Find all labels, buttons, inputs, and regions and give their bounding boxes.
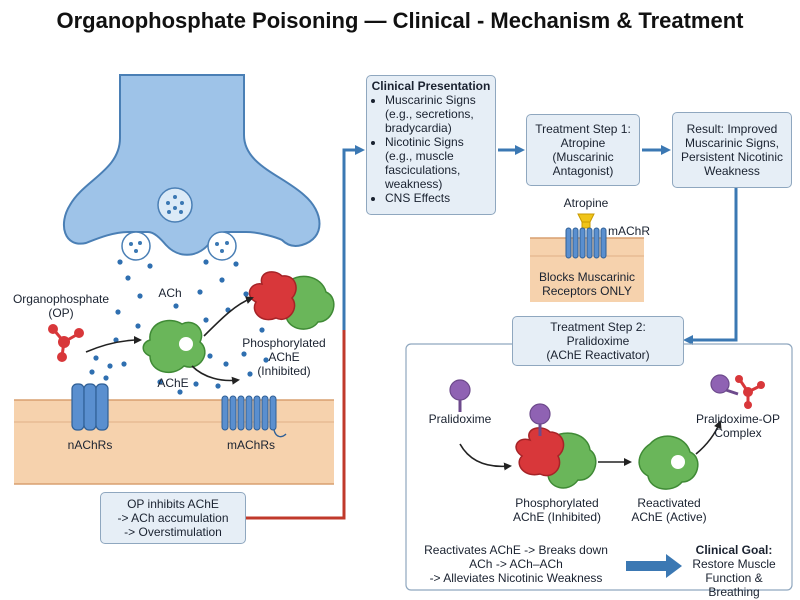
- clinical-presentation-box: Clinical Presentation Muscarinic Signs (…: [366, 75, 496, 215]
- reactivation-description: Reactivates AChE -> Breaks down ACh -> A…: [424, 543, 608, 585]
- page-title: Organophosphate Poisoning — Clinical - M…: [56, 8, 744, 33]
- prali-arrow-1: [459, 443, 512, 471]
- ach-dot: [241, 351, 247, 357]
- ach-dot: [243, 291, 249, 297]
- machr-label: mAChRs: [226, 438, 275, 452]
- ach-dot: [117, 259, 123, 265]
- reactivated-ache-label: Reactivated AChE (Active): [631, 496, 707, 524]
- ach-dot: [157, 379, 163, 385]
- synaptic-vesicle: [157, 187, 193, 223]
- ach-dot: [177, 389, 183, 395]
- blocks-muscarinic-label: Blocks Muscarinic Receptors ONLY: [538, 270, 636, 298]
- ach-dot: [173, 303, 179, 309]
- ach-dot: [197, 289, 203, 295]
- treatment-step2-box: Treatment Step 2: Pralidoxime (AChE Reac…: [512, 316, 684, 366]
- atropine-label: Atropine: [563, 196, 609, 210]
- ach-dot: [89, 369, 95, 375]
- phosphorylated-ache: [248, 271, 335, 330]
- pralidoxime-molecule: [449, 379, 471, 412]
- ach-dot: [233, 261, 239, 267]
- atropine-machr-label: mAChR: [607, 224, 650, 238]
- pralidoxime-op-complex-label: Pralidoxime-OP Complex: [695, 412, 781, 440]
- pralidoxime-label: Pralidoxime: [428, 412, 492, 426]
- ach-label: ACh: [158, 286, 182, 300]
- presynaptic-terminal: [62, 74, 321, 256]
- ach-dot: [219, 277, 225, 283]
- clinical-heading: Clinical Presentation: [371, 79, 491, 93]
- ache-label: AChE: [157, 376, 189, 390]
- phosphorylated-ache-label: Phosphorylated AChE (Inhibited): [242, 336, 326, 378]
- atropine-molecule: [577, 213, 595, 229]
- clinical-item: Nicotinic Signs (e.g., muscle fasciculat…: [385, 135, 491, 191]
- release-vesicle-left: [121, 231, 151, 261]
- goal-arrow: [626, 554, 682, 578]
- ach-dot: [263, 357, 269, 363]
- reactivated-ache: [638, 435, 699, 490]
- clinical-item: CNS Effects: [385, 191, 491, 205]
- ach-dot: [247, 371, 253, 377]
- op-inhibits-box: OP inhibits AChE -> ACh accumulation -> …: [100, 492, 246, 544]
- ach-dot: [193, 381, 199, 387]
- clinical-item: Muscarinic Signs (e.g., secretions, brad…: [385, 93, 491, 135]
- prali-arrow-3: [695, 420, 722, 455]
- clinical-goal: Clinical Goal: Restore Muscle Function &…: [692, 543, 776, 599]
- machr-receptor: [221, 395, 287, 438]
- ach-dot: [259, 327, 265, 333]
- pralidoxime-op-complex: [710, 374, 765, 409]
- ach-dot: [223, 361, 229, 367]
- ach-dot: [135, 323, 141, 329]
- clinical-list: Muscarinic Signs (e.g., secretions, brad…: [371, 93, 491, 205]
- release-vesicle-right: [207, 231, 237, 261]
- phosphorylated-ache-complex-label: Phosphorylated AChE (Inhibited): [512, 496, 602, 524]
- ach-dot: [93, 355, 99, 361]
- nachr-receptor: [71, 383, 109, 431]
- nachr-label: nAChRs: [67, 438, 113, 452]
- ach-dot: [203, 259, 209, 265]
- ache-enzyme: [142, 319, 206, 374]
- op-molecule: [48, 324, 84, 362]
- ach-dot: [125, 275, 131, 281]
- ach-dot: [121, 361, 127, 367]
- ach-dot: [215, 383, 221, 389]
- result-box: Result: Improved Muscarinic Signs, Persi…: [672, 112, 792, 188]
- ach-dot: [115, 309, 121, 315]
- treatment-step1-box: Treatment Step 1: Atropine (Muscarinic A…: [526, 114, 640, 186]
- ach-dot: [203, 317, 209, 323]
- ach-dot: [103, 375, 109, 381]
- ach-dot: [107, 363, 113, 369]
- atropine-machr-receptor: [565, 227, 607, 259]
- postsynaptic-membrane: [14, 399, 334, 485]
- ach-dot: [113, 337, 119, 343]
- ach-dot: [137, 293, 143, 299]
- flow-arrows: [498, 145, 738, 345]
- binding-arrows: [85, 296, 254, 385]
- op-label: Organophosphate (OP): [12, 292, 110, 320]
- phosphorylated-ache-complex: [515, 403, 597, 489]
- ach-dot: [147, 263, 153, 269]
- ach-dot: [207, 353, 213, 359]
- op-to-clinical-arrow: [246, 145, 365, 520]
